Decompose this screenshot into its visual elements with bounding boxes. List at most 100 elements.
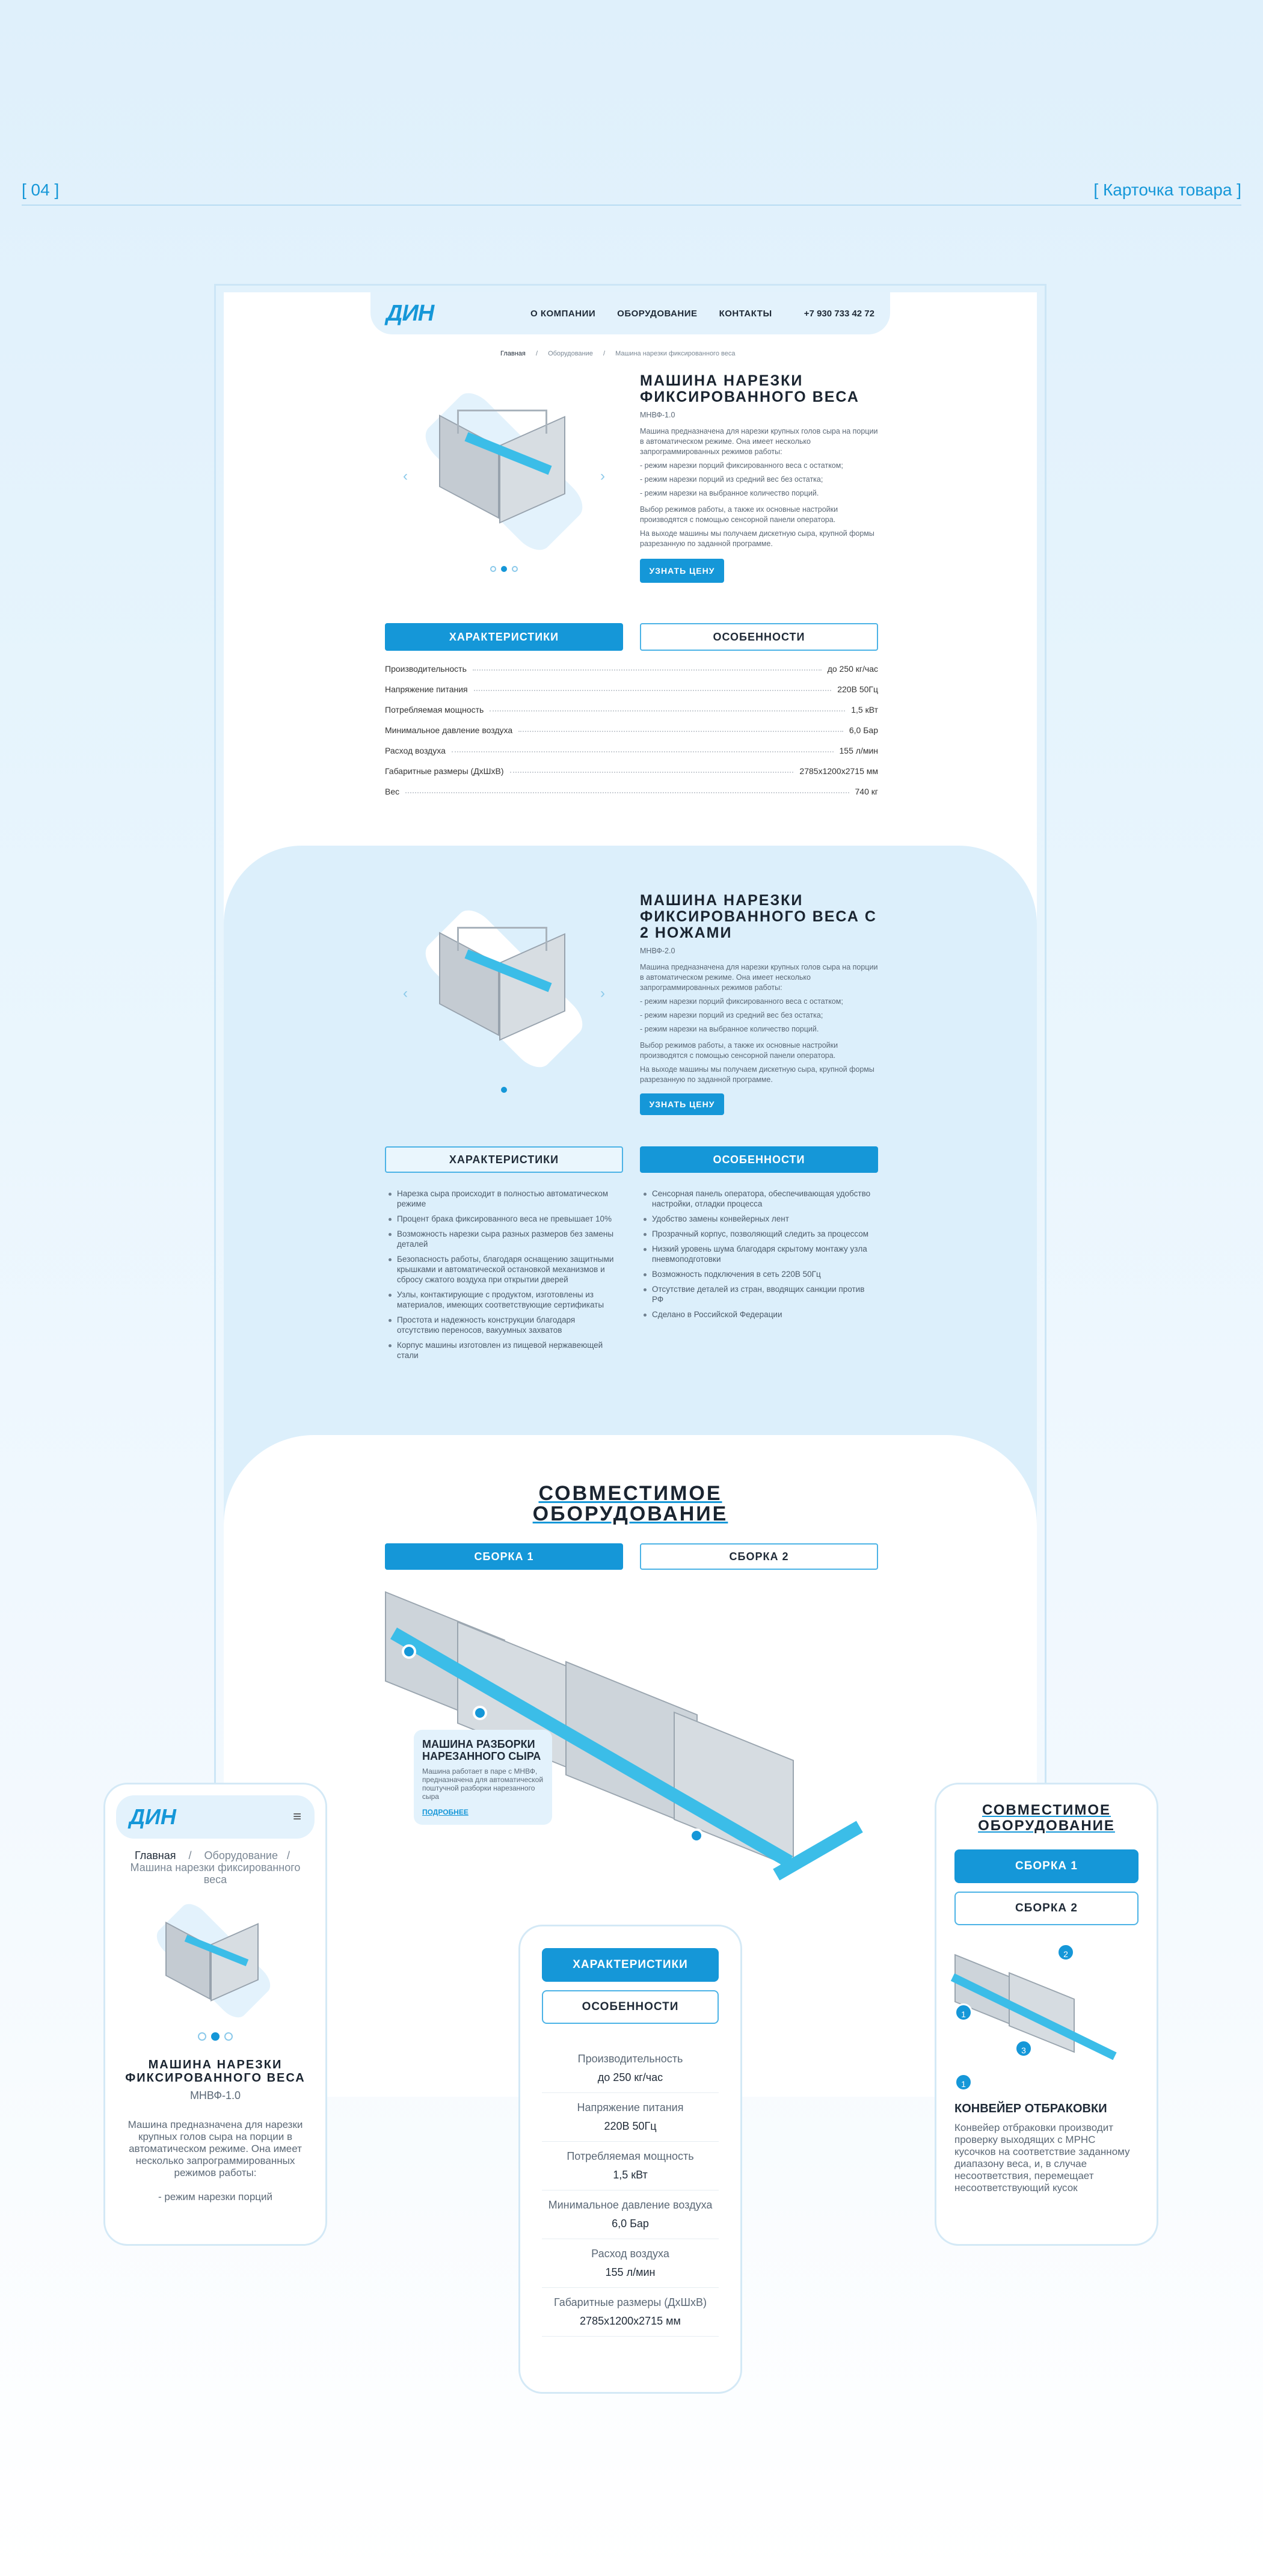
gallery-dot-active[interactable] — [211, 2032, 220, 2041]
spec-value: 6,0 Бар — [849, 725, 878, 735]
compat-title: Совместимое оборудование — [532, 1482, 728, 1525]
spec-dots — [405, 792, 849, 793]
spec-label: Габаритные размеры (ДхШхВ) — [385, 766, 504, 776]
section-number: [ 04 ] — [22, 180, 60, 199]
equipment-card-text: Конвейер отбраковки производит проверку … — [954, 2122, 1130, 2193]
product-model: МНВФ-1.0 — [189, 2089, 241, 2101]
breadcrumb-home[interactable]: Главная — [134, 1849, 176, 1861]
spec-value: 155 л/мин — [605, 2266, 656, 2278]
spec-label: Минимальное давление воздуха — [548, 2199, 713, 2211]
gallery-dot-active[interactable] — [501, 566, 507, 572]
breadcrumb-home[interactable]: Главная — [500, 350, 526, 357]
spec-value: до 250 кг/час — [597, 2071, 663, 2083]
breadcrumb: Главная / Оборудование / Машина нарезки … — [500, 350, 735, 357]
desktop-page: ДИН О КОМПАНИИ ОБОРУДОВАНИЕ КОНТАКТЫ +7 … — [224, 292, 1037, 2097]
list-item: Безопасность работы, благодаря оснащению… — [387, 1254, 616, 1285]
spec-value: 2785x1200x2715 мм — [580, 2315, 681, 2327]
phone-link[interactable]: +7 930 733 42 72 — [804, 308, 874, 319]
spec-label: Габаритные размеры (ДхШхВ) — [554, 2296, 707, 2308]
product-title: Машина нарезки фиксированного веса с 2 н… — [640, 892, 877, 941]
list-item: Отсутствие деталей из стран, вводящих са… — [642, 1284, 877, 1305]
tab-build-2[interactable]: СБОРКА 2 — [640, 1543, 878, 1570]
gallery-dot[interactable] — [512, 566, 518, 572]
hotspot-icon[interactable]: 1 — [954, 2073, 973, 2091]
gallery-dot[interactable] — [198, 2032, 206, 2041]
nav-contacts[interactable]: КОНТАКТЫ — [719, 308, 772, 319]
spec-label: Потребляемая мощность — [385, 705, 484, 715]
breadcrumb-sep: / — [188, 1849, 192, 1861]
gallery-prev-icon[interactable]: ‹ — [403, 468, 408, 484]
breadcrumb-current: Машина нарезки фиксированного веса — [130, 1861, 301, 1886]
get-price-button[interactable]: УЗНАТЬ ЦЕНУ — [640, 1093, 724, 1115]
tab-features[interactable]: ОСОБЕННОСТИ — [640, 623, 878, 651]
breadcrumb-category[interactable]: Оборудование — [204, 1849, 278, 1861]
gallery-dot[interactable] — [224, 2032, 233, 2041]
product-mode: - режим нарезки порций фиксированного ве… — [640, 461, 843, 470]
product-title: Машина нарезки фиксированного веса — [125, 2058, 306, 2085]
spec-value: 6,0 Бар — [612, 2218, 649, 2230]
get-price-button[interactable]: УЗНАТЬ ЦЕНУ — [640, 559, 724, 583]
gallery-next-icon[interactable]: › — [600, 468, 605, 484]
hotspot-icon[interactable]: 1 — [954, 2003, 973, 2021]
mobile-compat-card: Совместимое оборудование СБОРКА 1 СБОРКА… — [935, 1783, 1158, 2246]
gallery-next-icon[interactable]: › — [600, 985, 605, 1001]
product-text: На выходе машины мы получаем дискетную с… — [640, 1065, 874, 1084]
production-line-image: 1 2 3 1 — [950, 1937, 1139, 2094]
spec-label: Минимальное давление воздуха — [385, 725, 513, 735]
tab-features[interactable]: ОСОБЕННОСТИ — [640, 1146, 878, 1173]
spec-row: Габаритные размеры (ДхШхВ)2785x1200x2715… — [385, 755, 878, 776]
mobile-breadcrumb: Главная / Оборудование / Машина нарезки … — [105, 1849, 325, 1886]
product-gallery: ‹ › — [385, 377, 623, 575]
gallery-dot[interactable] — [490, 566, 496, 572]
spec-dots — [472, 669, 822, 671]
specs-list: Нарезка сыра происходит в полностью авто… — [387, 1188, 616, 1365]
hotspot-icon[interactable] — [402, 1644, 416, 1659]
breadcrumb-current: Машина нарезки фиксированного веса — [615, 350, 736, 357]
list-item: Низкий уровень шума благодаря скрытому м… — [642, 1244, 877, 1264]
gallery-prev-icon[interactable]: ‹ — [403, 985, 408, 1001]
spec-label: Производительность — [577, 2053, 683, 2065]
product-text: Выбор режимов работы, а также их основны… — [640, 1041, 838, 1060]
compat-title: Совместимое оборудование — [978, 1802, 1115, 1834]
hotspot-icon[interactable] — [473, 1706, 487, 1720]
spec-dots — [509, 772, 794, 773]
gallery-dot-active[interactable] — [501, 1087, 507, 1093]
tab-specs[interactable]: ХАРАКТЕРИСТИКИ — [385, 1146, 623, 1173]
breadcrumb-category[interactable]: Оборудование — [548, 350, 593, 357]
list-item: Нарезка сыра происходит в полностью авто… — [387, 1188, 616, 1209]
tab-specs[interactable]: ХАРАКТЕРИСТИКИ — [385, 623, 623, 651]
tab-build-1[interactable]: СБОРКА 1 — [954, 1849, 1139, 1883]
spec-dots — [473, 690, 832, 691]
tab-build-1[interactable]: СБОРКА 1 — [385, 1543, 623, 1570]
spec-value: 1,5 кВт — [851, 705, 878, 715]
equipment-card-text: Машина работает в паре с МНВФ, предназна… — [422, 1767, 544, 1801]
logo[interactable]: ДИН — [386, 300, 434, 326]
nav-about[interactable]: О КОМПАНИИ — [530, 308, 596, 319]
equipment-card-link[interactable]: ПОДРОБНЕЕ — [422, 1808, 469, 1816]
menu-icon[interactable]: ≡ — [292, 1809, 301, 1825]
product-mode: - режим нарезки порций из средний вес бе… — [640, 475, 823, 484]
product-intro: Машина предназначена для нарезки крупных… — [128, 2119, 303, 2178]
hotspot-icon[interactable]: 2 — [1057, 1943, 1075, 1961]
list-item: Корпус машины изготовлен из пищевой нерж… — [387, 1340, 616, 1360]
header: ДИН О КОМПАНИИ ОБОРУДОВАНИЕ КОНТАКТЫ +7 … — [370, 292, 890, 334]
tab-build-2[interactable]: СБОРКА 2 — [954, 1892, 1139, 1925]
logo[interactable]: ДИН — [129, 1804, 176, 1829]
list-item: Сделано в Российской Федерации — [642, 1309, 877, 1320]
hotspot-icon[interactable]: 3 — [1015, 2040, 1033, 2058]
product-model: МНВФ-2.0 — [640, 947, 675, 955]
spec-row: Потребляемая мощность 1,5 кВт — [385, 694, 878, 715]
tab-features[interactable]: ОСОБЕННОСТИ — [542, 1990, 719, 2024]
tab-specs[interactable]: ХАРАКТЕРИСТИКИ — [542, 1948, 719, 1982]
hotspot-icon[interactable] — [689, 1828, 704, 1843]
machine-image — [439, 401, 571, 524]
breadcrumb-sep: / — [287, 1849, 290, 1861]
spec-row: Минимальное давление воздуха 6,0 Бар — [385, 715, 878, 735]
nav-equipment[interactable]: ОБОРУДОВАНИЕ — [617, 308, 698, 319]
spec-row: Минимальное давление воздуха 6,0 Бар — [542, 2190, 719, 2239]
